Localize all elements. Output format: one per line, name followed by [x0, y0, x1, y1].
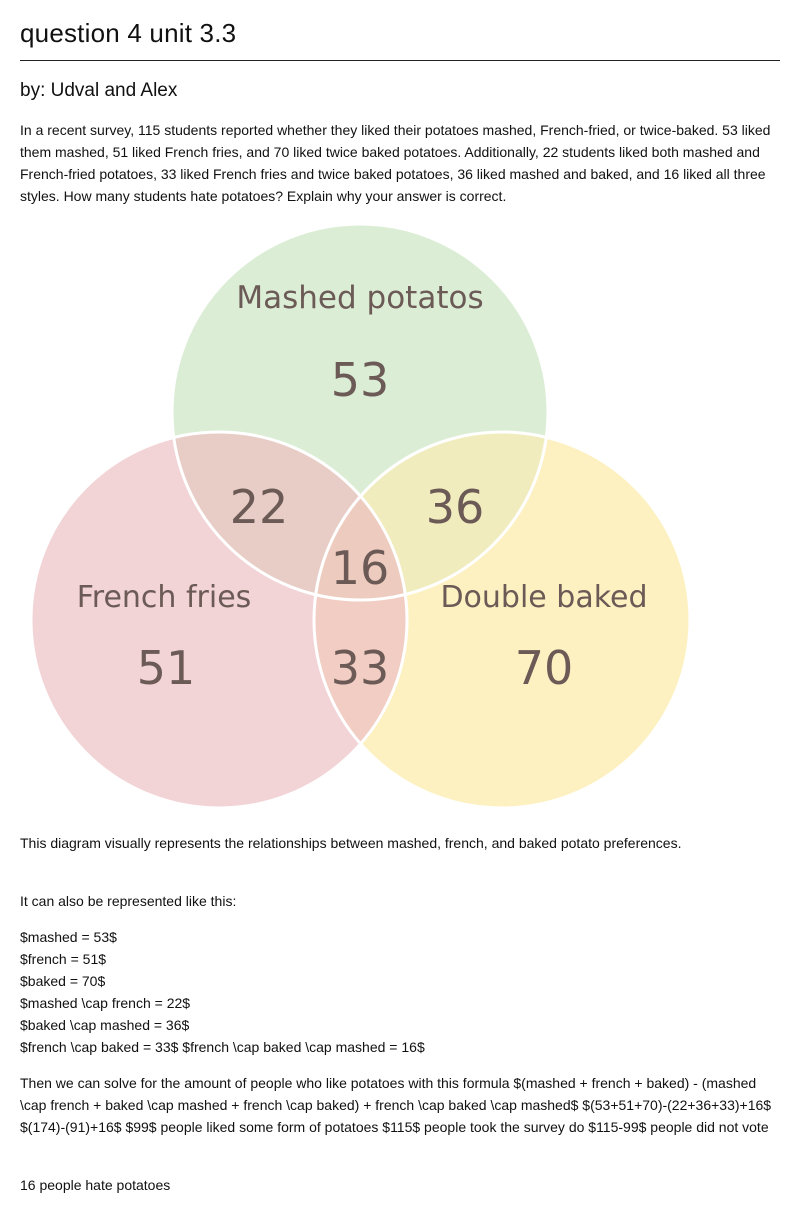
question-text: In a recent survey, 115 students reporte…	[20, 122, 771, 204]
diagram-caption: This diagram visually represents the rel…	[20, 835, 682, 851]
alt-representation-intro: It can also be represented like this:	[20, 893, 237, 909]
mashed-french-value: 22	[230, 480, 289, 534]
french-value: 51	[137, 641, 196, 695]
equation-line: $baked = 70$	[20, 973, 106, 989]
page-title: question 4 unit 3.3	[20, 18, 237, 48]
mashed-value: 53	[331, 353, 390, 407]
equation-line: $mashed = 53$	[20, 929, 117, 945]
baked-label: Double baked	[440, 580, 647, 615]
all-three-value: 16	[331, 541, 390, 595]
equation-line: $mashed \cap french = 22$	[20, 995, 191, 1011]
french-baked-value: 33	[331, 641, 390, 695]
mashed-french-region	[172, 432, 407, 600]
solution-text: Then we can solve for the amount of peop…	[20, 1075, 772, 1135]
venn-diagram: Mashed potatos 53 French fries 51 Double…	[30, 222, 690, 810]
mashed-baked-value: 36	[426, 480, 485, 534]
equation-line: $french = 51$	[20, 951, 107, 967]
french-label: French fries	[77, 580, 252, 615]
equation-list: $mashed = 53$ $french = 51$ $baked = 70$…	[20, 926, 425, 1058]
mashed-label: Mashed potatos	[236, 280, 483, 316]
answer-text: 16 people hate potatoes	[20, 1177, 171, 1193]
equation-line: $french \cap baked = 33$ $french \cap ba…	[20, 1039, 425, 1055]
baked-value: 70	[515, 641, 574, 695]
title-divider	[20, 60, 780, 61]
equation-line: $baked \cap mashed = 36$	[20, 1017, 190, 1033]
authors-heading: by: Udval and Alex	[20, 80, 178, 101]
mashed-baked-region	[314, 432, 548, 600]
